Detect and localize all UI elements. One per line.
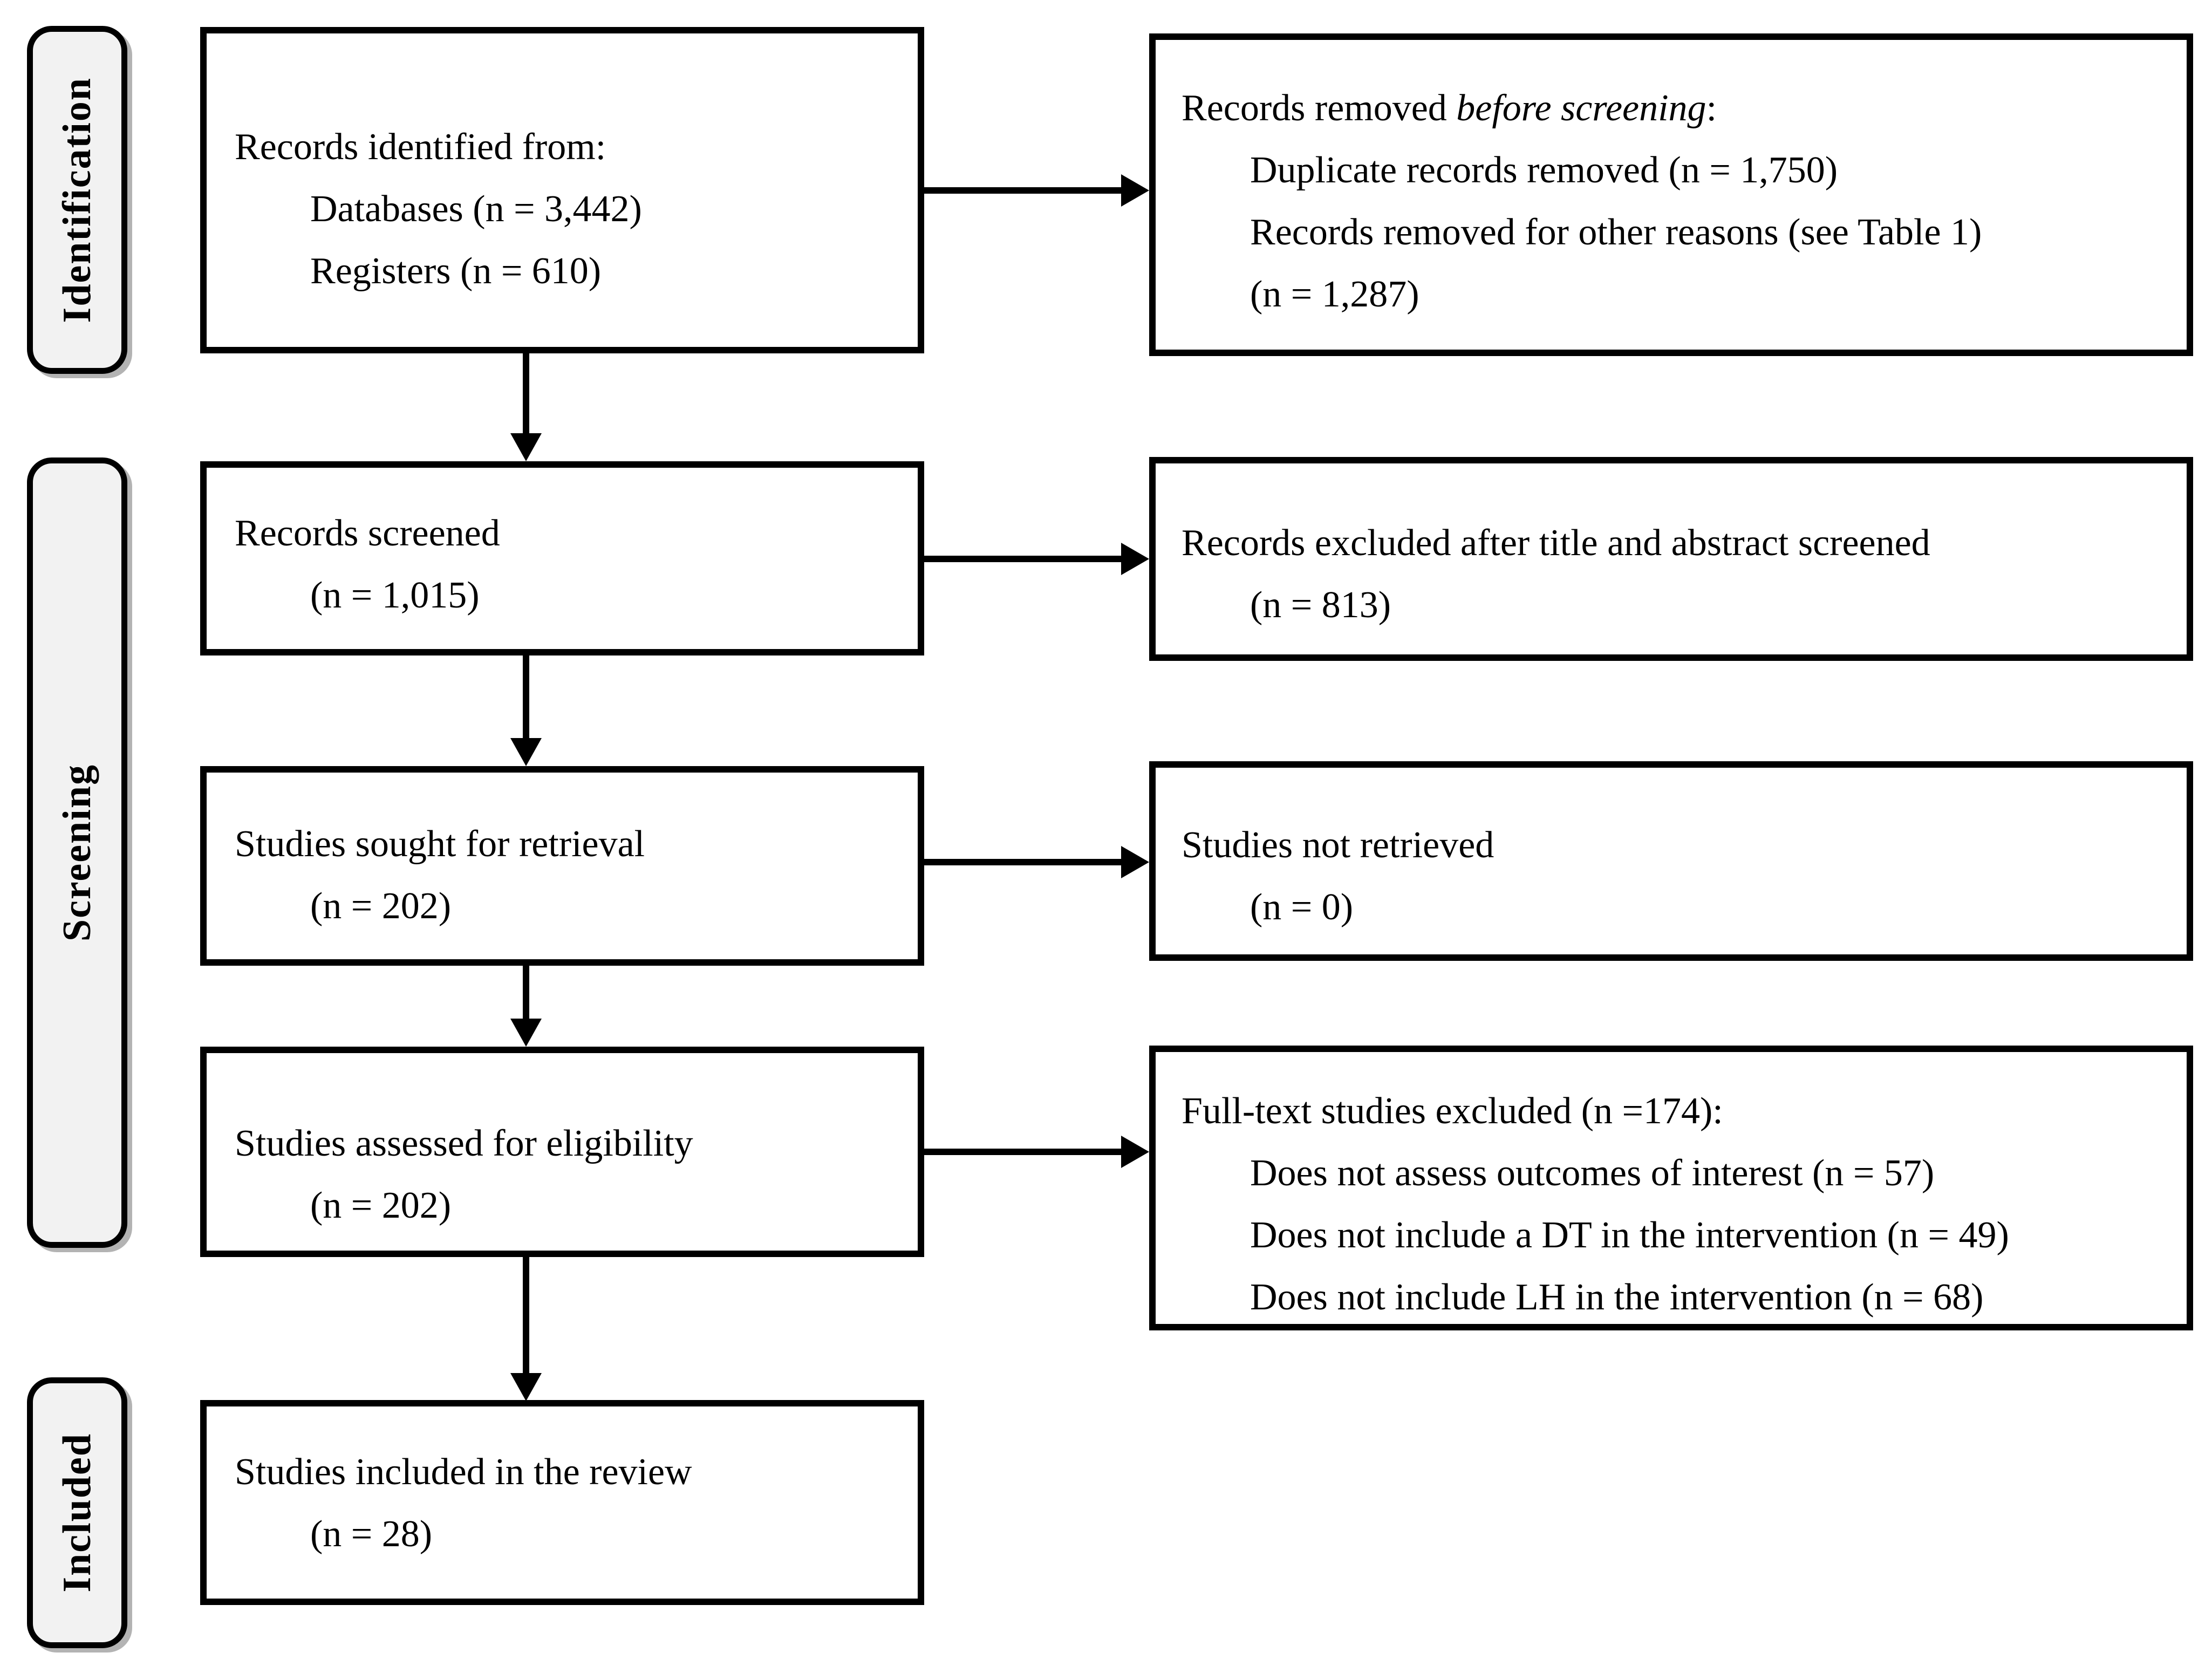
text-line: Does not assess outcomes of interest (n … — [1250, 1152, 1935, 1194]
text-segment: Records removed — [1182, 87, 1457, 129]
text-line: (n = 813) — [1250, 584, 1391, 626]
stage-label-included: Included — [54, 1433, 99, 1593]
arrow-shaft — [924, 859, 1122, 865]
box-studies-not-retrieved: Studies not retrieved (n = 0) — [1149, 761, 2193, 961]
arrow-head-icon — [1121, 543, 1149, 575]
arrow-shaft — [924, 187, 1122, 194]
text-line: Studies sought for retrieval — [235, 823, 645, 865]
stage-tab-screening: Screening — [27, 457, 127, 1248]
arrow-head-icon — [1121, 174, 1149, 207]
text-line: Studies included in the review — [235, 1451, 692, 1493]
text-line: (n = 28) — [310, 1513, 433, 1555]
text-line: Full-text studies excluded (n =174): — [1182, 1090, 1723, 1132]
text-segment-italic: before screening — [1456, 87, 1706, 129]
box-studies-included: Studies included in the review (n = 28) — [200, 1400, 924, 1605]
arrow-shaft — [523, 966, 529, 1020]
box-fulltext-excluded: Full-text studies excluded (n =174): Doe… — [1149, 1046, 2193, 1330]
arrow-head-icon — [510, 1373, 542, 1401]
box-studies-assessed: Studies assessed for eligibility (n = 20… — [200, 1047, 924, 1257]
text-line: Duplicate records removed (n = 1,750) — [1250, 149, 1838, 191]
arrow-shaft — [523, 353, 529, 434]
arrow-head-icon — [1121, 1136, 1149, 1168]
text-line: Does not include LH in the intervention … — [1250, 1276, 1984, 1318]
box-records-identified: Records identified from: Databases (n = … — [200, 27, 924, 353]
arrow-head-icon — [510, 738, 542, 766]
text-line: Databases (n = 3,442) — [310, 188, 642, 230]
text-line: Does not include a DT in the interventio… — [1250, 1214, 2009, 1256]
stage-tab-identification: Identification — [27, 26, 127, 374]
text-line: Registers (n = 610) — [310, 250, 602, 292]
box-records-removed: Records removed before screening: Duplic… — [1149, 33, 2193, 356]
text-segment: : — [1706, 87, 1717, 129]
arrow-shaft — [523, 1257, 529, 1374]
box-records-screened: Records screened (n = 1,015) — [200, 461, 924, 655]
text-line: Records excluded after title and abstrac… — [1182, 522, 1930, 564]
text-line: (n = 1,287) — [1250, 274, 1419, 315]
text-line: (n = 202) — [310, 1185, 452, 1226]
text-line: (n = 0) — [1250, 886, 1354, 928]
text-line: Records identified from: — [235, 126, 606, 168]
arrow-shaft — [924, 556, 1122, 562]
arrow-shaft — [523, 655, 529, 739]
arrow-shaft — [924, 1149, 1122, 1155]
arrow-head-icon — [510, 1019, 542, 1047]
text-line: Records removed for other reasons (see T… — [1250, 211, 1982, 253]
text-line: Studies assessed for eligibility — [235, 1123, 693, 1164]
box-records-excluded: Records excluded after title and abstrac… — [1149, 457, 2193, 661]
stage-tab-included: Included — [27, 1377, 127, 1648]
text-line: Records removed before screening: — [1156, 77, 2187, 139]
stage-label-screening: Screening — [54, 763, 99, 942]
box-studies-sought: Studies sought for retrieval (n = 202) — [200, 766, 924, 966]
arrow-head-icon — [510, 433, 542, 461]
arrow-head-icon — [1121, 846, 1149, 878]
stage-label-identification: Identification — [54, 77, 99, 323]
text-line: Records screened — [235, 513, 500, 554]
text-line: (n = 1,015) — [310, 575, 480, 616]
text-line: (n = 202) — [310, 885, 452, 927]
text-line: Studies not retrieved — [1182, 824, 1494, 866]
